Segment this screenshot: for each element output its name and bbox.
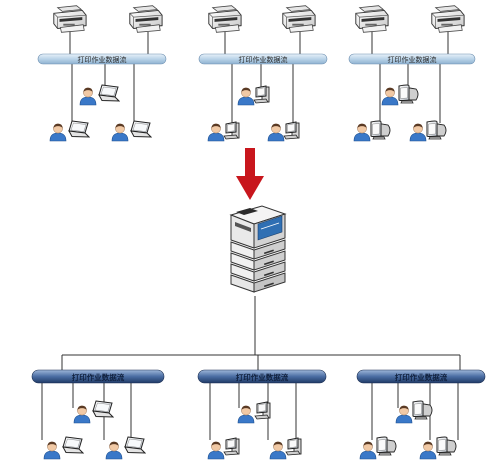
user-icon (395, 405, 413, 424)
distribution-wires (61, 296, 461, 372)
bottom-bus-1: 打印作业数据流 (31, 369, 165, 384)
user-icon (359, 441, 377, 460)
crt-monitor-icon (412, 400, 433, 420)
bus-label: 打印作业数据流 (72, 372, 125, 382)
printer-icon (431, 5, 465, 33)
laptop-icon (130, 120, 152, 138)
bus-label: 打印作业数据流 (236, 372, 289, 382)
user-icon (111, 123, 129, 142)
top-bus-3: 打印作业数据流 (348, 53, 476, 65)
desktop-pc-icon (223, 121, 240, 140)
printer-icon (282, 5, 316, 33)
user-icon (237, 87, 255, 106)
crt-monitor-icon (436, 436, 457, 456)
laptop-icon (68, 120, 90, 138)
bottom-bus-3: 打印作业数据流 (356, 369, 486, 384)
user-icon (269, 441, 287, 460)
user-icon (267, 123, 285, 142)
user-icon (353, 123, 371, 142)
laptop-icon (92, 400, 114, 418)
laptop-icon (98, 84, 120, 102)
printer-icon (208, 5, 242, 33)
user-icon (419, 441, 437, 460)
user-icon (49, 123, 67, 142)
user-icon (73, 405, 91, 424)
top-group-3 (371, 32, 449, 123)
printer-icon (53, 5, 87, 33)
crt-monitor-icon (370, 120, 391, 140)
crt-monitor-icon (376, 436, 397, 456)
top-group-1 (69, 32, 149, 123)
bottom-group-2-wires (209, 383, 297, 440)
printer-icon (355, 5, 389, 33)
user-icon (207, 441, 225, 460)
top-bus-2: 打印作业数据流 (198, 53, 328, 65)
top-network-groups: 打印作业数据流 打印作业数据流 (37, 5, 476, 142)
bus-label: 打印作业数据流 (395, 372, 448, 382)
user-icon (409, 123, 427, 142)
bottom-network-groups: 打印作业数据流 打印作业数据流 (31, 369, 486, 460)
user-icon (105, 441, 123, 460)
top-bus-1: 打印作业数据流 (37, 53, 167, 65)
bus-label: 打印作业数据流 (388, 55, 437, 64)
laptop-icon (62, 436, 84, 454)
user-icon (237, 405, 255, 424)
user-icon (381, 87, 399, 106)
down-arrow-icon (236, 148, 264, 200)
bus-label: 打印作业数据流 (239, 55, 288, 64)
crt-monitor-icon (398, 84, 419, 104)
desktop-pc-icon (253, 85, 270, 104)
color-laser-printer-icon (229, 205, 287, 293)
bus-label: 打印作业数据流 (78, 55, 127, 64)
top-group-2 (224, 32, 301, 123)
desktop-pc-icon (285, 437, 302, 456)
user-icon (207, 123, 225, 142)
bottom-bus-2: 打印作业数据流 (197, 369, 327, 384)
desktop-pc-icon (254, 401, 271, 420)
user-icon (43, 441, 61, 460)
desktop-pc-icon (223, 437, 240, 456)
desktop-pc-icon (283, 121, 300, 140)
laptop-icon (124, 436, 146, 454)
user-icon (79, 87, 97, 106)
crt-monitor-icon (426, 120, 447, 140)
printer-icon (129, 5, 163, 33)
